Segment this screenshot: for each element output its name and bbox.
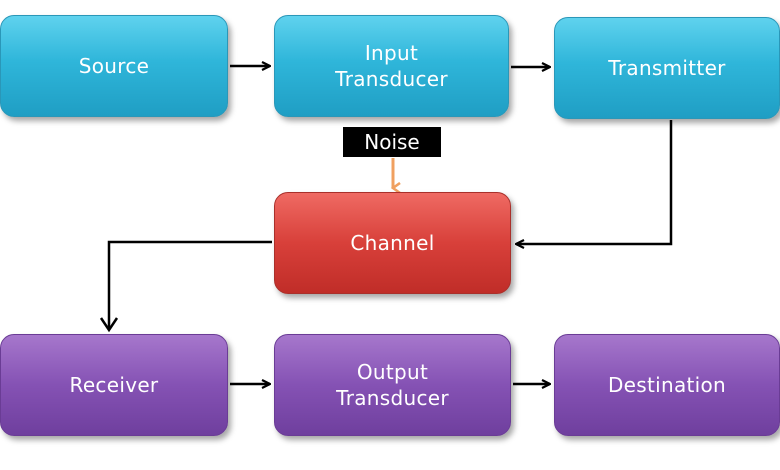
transmitter-block: Transmitter — [554, 17, 780, 119]
destination-label: Destination — [607, 373, 727, 397]
receiver-block: Receiver — [0, 334, 228, 436]
arrow-transmitter-to-channel — [516, 120, 673, 244]
source-label: Source — [78, 54, 150, 78]
input-transducer-label: Input Transducer — [335, 41, 448, 91]
receiver-label: Receiver — [69, 373, 159, 397]
channel-block: Channel — [274, 192, 511, 294]
transmitter-label: Transmitter — [608, 56, 726, 80]
destination-block: Destination — [554, 334, 780, 436]
noise-label: Noise — [364, 130, 420, 154]
input-transducer-block: Input Transducer — [274, 15, 509, 117]
noise-label-box: Noise — [343, 127, 441, 157]
arrow-head-receiver — [99, 317, 119, 333]
arrow-channel-to-receiver — [107, 240, 272, 328]
channel-label: Channel — [350, 231, 435, 255]
output-transducer-label: Output Transducer — [336, 360, 449, 410]
output-transducer-block: Output Transducer — [274, 334, 511, 436]
source-block: Source — [0, 15, 228, 117]
